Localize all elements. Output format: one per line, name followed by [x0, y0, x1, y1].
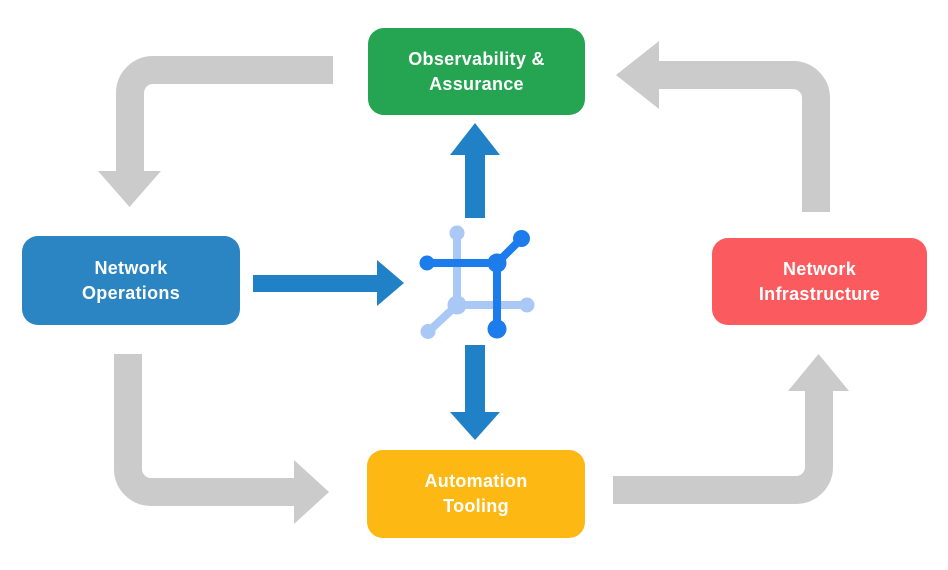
node-observability-label: Observability & Assurance	[408, 48, 545, 94]
node-operations-label: Network Operations	[81, 257, 181, 303]
node-observability-assurance: Observability & Assurance	[368, 28, 585, 115]
node-infrastructure-label: Network Infrastructure	[758, 258, 881, 304]
node-automation-tooling: Automation Tooling	[367, 450, 585, 538]
arrow-observability-to-operations	[98, 56, 333, 207]
arrow-automation-to-infrastructure	[613, 354, 849, 504]
arrow-infrastructure-to-observability	[616, 41, 830, 212]
node-network-operations: Network Operations	[22, 236, 240, 325]
network-platform-icon	[419, 225, 535, 339]
node-automation-label: Automation Tooling	[424, 471, 528, 516]
arrow-center-to-observability	[450, 123, 500, 218]
arrow-center-to-automation	[450, 345, 500, 440]
arrow-operations-to-center	[253, 260, 404, 306]
arrow-operations-to-automation	[114, 354, 329, 524]
node-network-infrastructure: Network Infrastructure	[712, 238, 927, 325]
